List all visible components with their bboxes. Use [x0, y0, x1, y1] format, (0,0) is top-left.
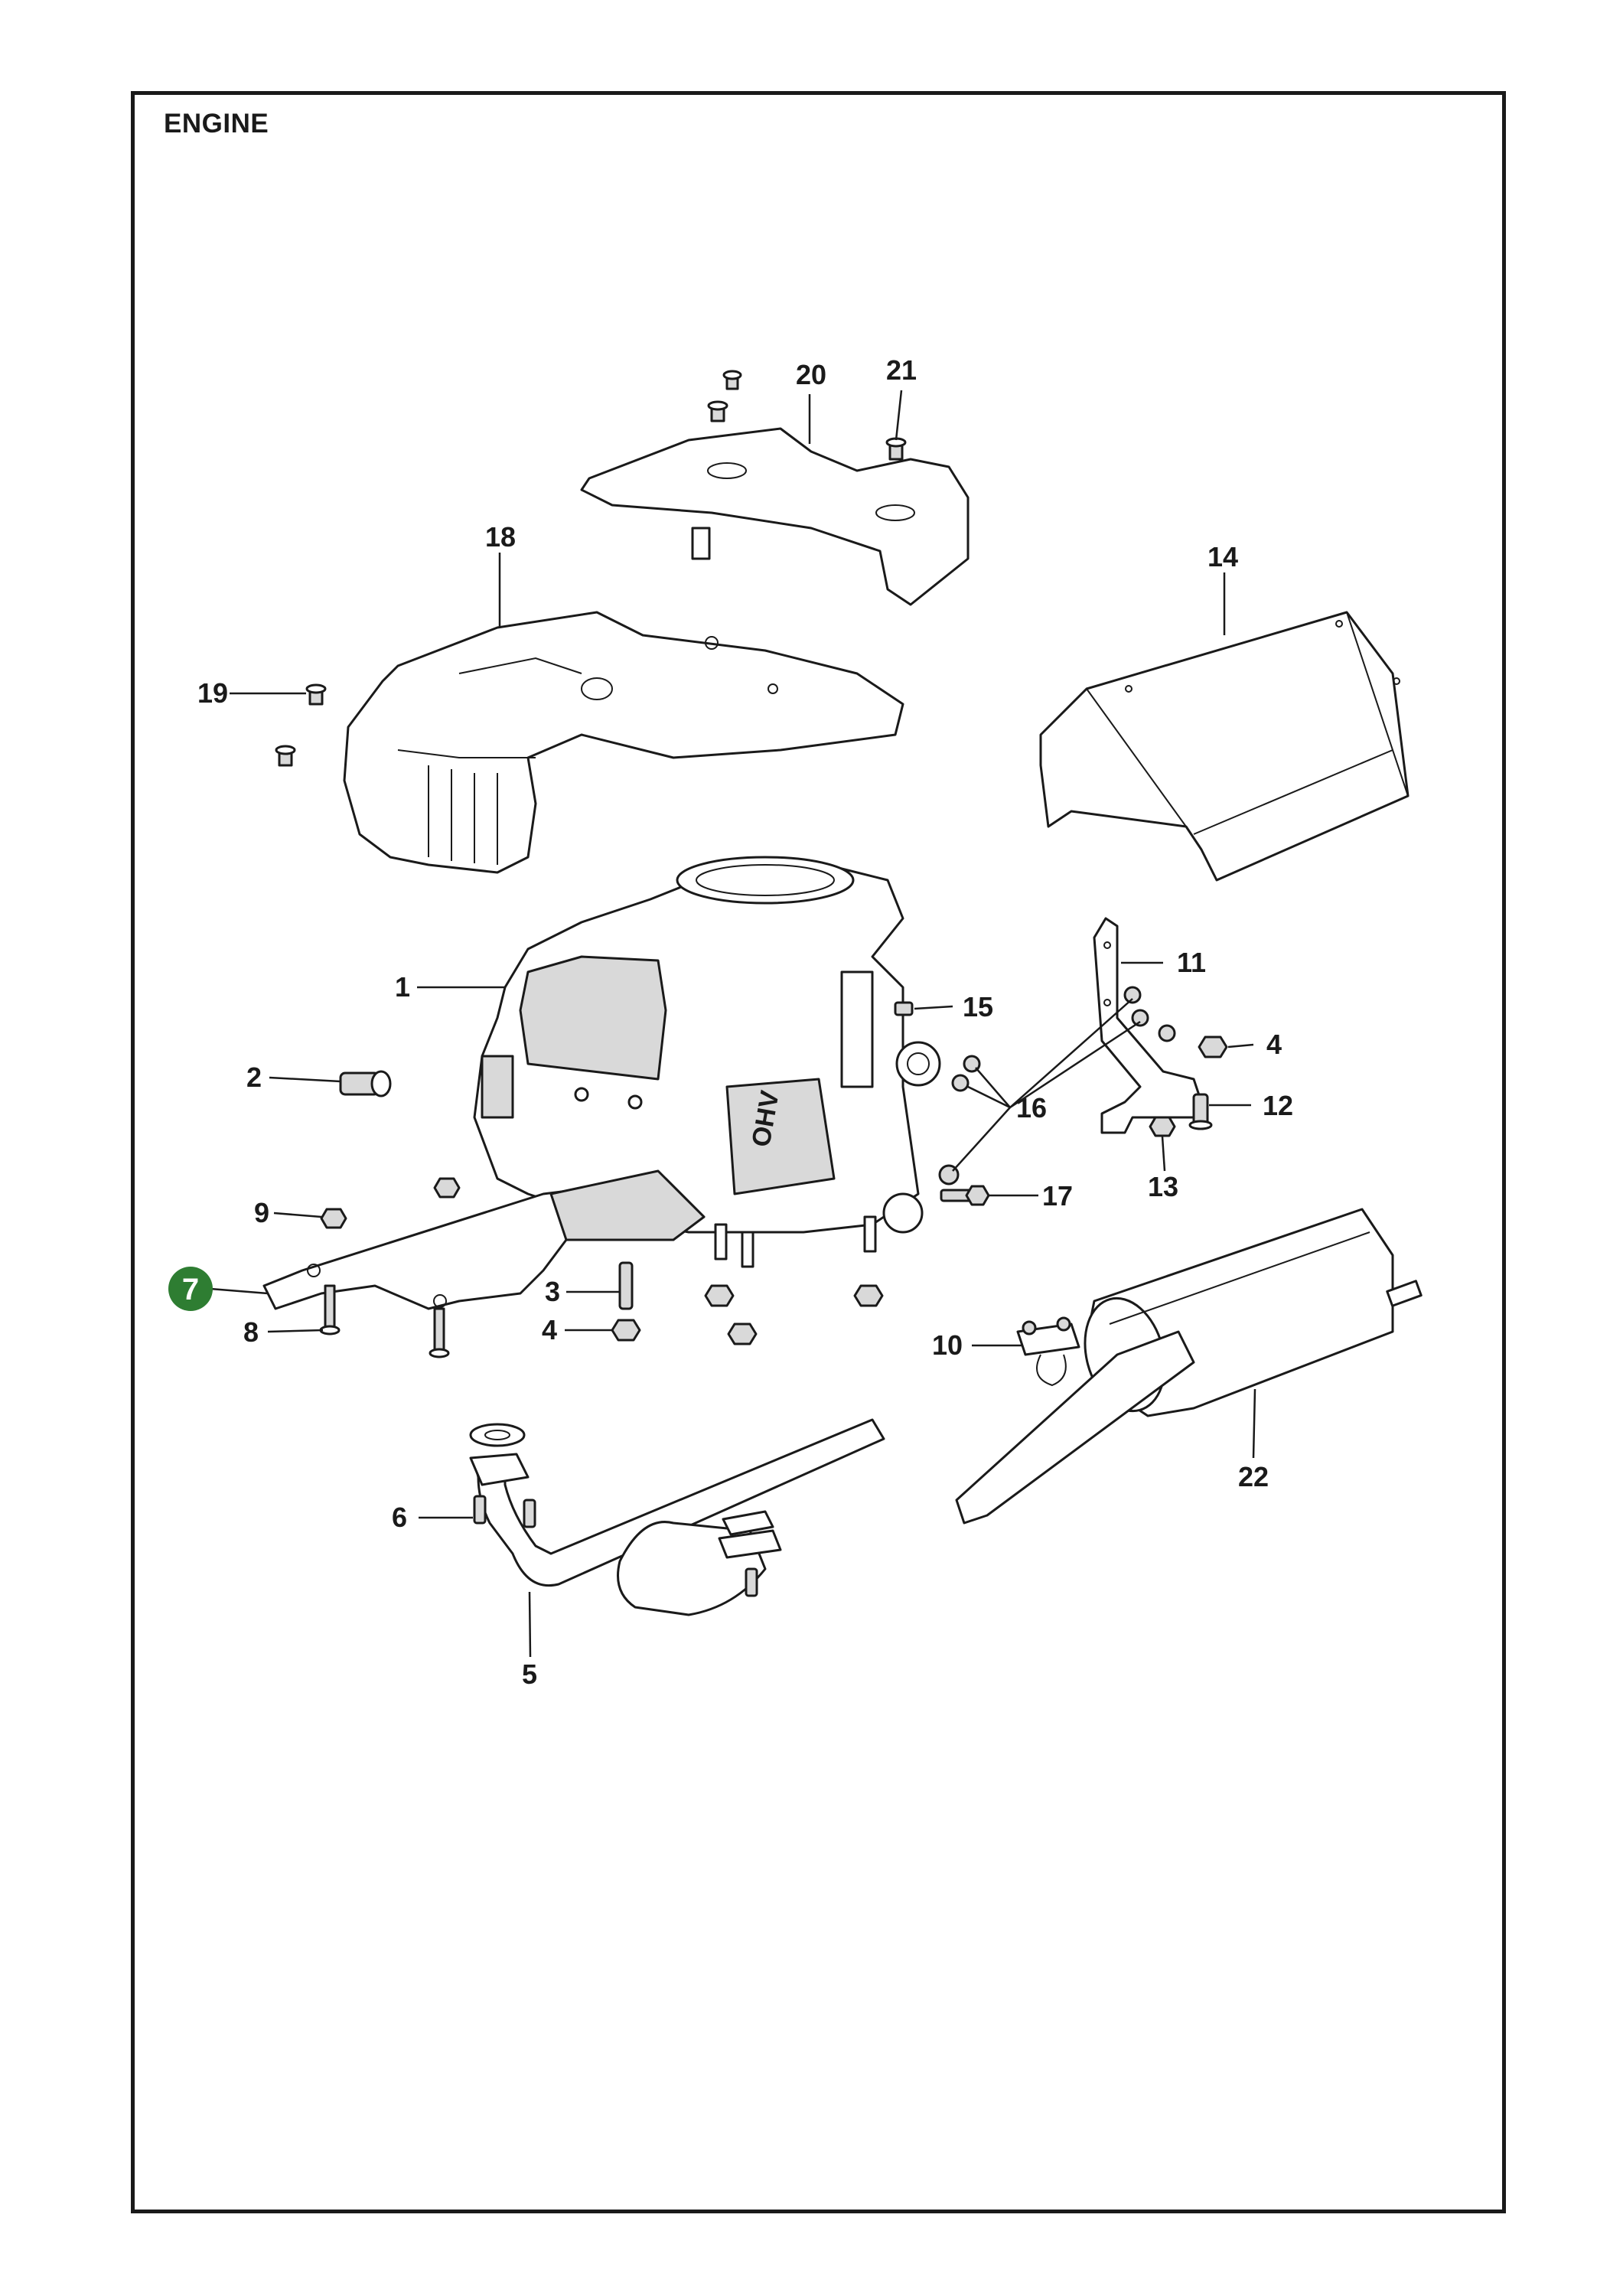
part-4-nut-bottom[interactable] — [611, 1284, 884, 1345]
callout-labels: 20 21 18 19 14 1 11 15 2 4 12 16 13 17 9… — [197, 354, 1293, 1690]
leader-lines — [210, 390, 1256, 1658]
callout-2[interactable]: 2 — [246, 1062, 262, 1093]
callout-15[interactable]: 15 — [963, 991, 993, 1022]
callout-8[interactable]: 8 — [243, 1316, 259, 1348]
part-1-engine[interactable]: OHV — [473, 856, 941, 1268]
callout-10[interactable]: 10 — [932, 1329, 963, 1361]
callout-4-right[interactable]: 4 — [1266, 1029, 1282, 1060]
part-9-nut[interactable] — [320, 1177, 461, 1229]
callout-14[interactable]: 14 — [1207, 541, 1238, 572]
part-2-sensor[interactable] — [339, 1070, 392, 1097]
callout-20[interactable]: 20 — [796, 359, 826, 390]
callout-19[interactable]: 19 — [197, 677, 228, 709]
callout-22[interactable]: 22 — [1238, 1461, 1269, 1492]
callout-9[interactable]: 9 — [254, 1197, 269, 1228]
part-4-nut-right[interactable] — [1198, 1035, 1228, 1058]
callout-5[interactable]: 5 — [522, 1658, 537, 1690]
callout-7[interactable]: 7 — [182, 1273, 199, 1306]
part-19-screw[interactable] — [275, 683, 327, 767]
part-20-screw[interactable] — [707, 370, 742, 422]
callout-7-badge[interactable]: 7 — [168, 1267, 213, 1311]
part-21-screw[interactable] — [885, 437, 907, 461]
callout-16[interactable]: 16 — [1016, 1092, 1047, 1124]
callout-6[interactable]: 6 — [392, 1502, 407, 1533]
diagram-title: ENGINE — [164, 109, 269, 139]
callout-13[interactable]: 13 — [1148, 1171, 1178, 1202]
part-6-bolt[interactable] — [473, 1495, 758, 1597]
part-10-clamp[interactable] — [1016, 1316, 1080, 1387]
part-15-fastener[interactable] — [894, 1001, 914, 1016]
callout-21[interactable]: 21 — [886, 354, 917, 386]
part-16-bolts[interactable] — [938, 986, 1176, 1186]
diagram-frame — [131, 91, 1506, 2213]
part-18-blower-housing[interactable] — [343, 611, 904, 874]
part-12-pin[interactable] — [1188, 1093, 1213, 1130]
callout-11[interactable]: 11 — [1177, 947, 1206, 978]
part-8-bolt[interactable] — [319, 1284, 450, 1358]
part-13-nut[interactable] — [1149, 1116, 1176, 1137]
part-17-bolt[interactable] — [940, 1185, 990, 1206]
callout-1[interactable]: 1 — [395, 971, 410, 1003]
part-20-top-shroud[interactable] — [580, 427, 970, 606]
part-7-deflector-plate[interactable] — [262, 1169, 706, 1310]
part-3-stud[interactable] — [618, 1261, 634, 1310]
callout-12[interactable]: 12 — [1263, 1090, 1293, 1121]
highlight-badge — [168, 1267, 213, 1311]
callout-17[interactable]: 17 — [1042, 1180, 1073, 1212]
part-22-muffler[interactable] — [955, 1208, 1423, 1525]
callout-18[interactable]: 18 — [485, 521, 516, 553]
part-5-exhaust-pipe[interactable] — [469, 1418, 885, 1616]
callout-3[interactable]: 3 — [545, 1276, 560, 1307]
callout-4-bottom[interactable]: 4 — [542, 1314, 557, 1345]
part-14-cover[interactable] — [1039, 611, 1410, 882]
